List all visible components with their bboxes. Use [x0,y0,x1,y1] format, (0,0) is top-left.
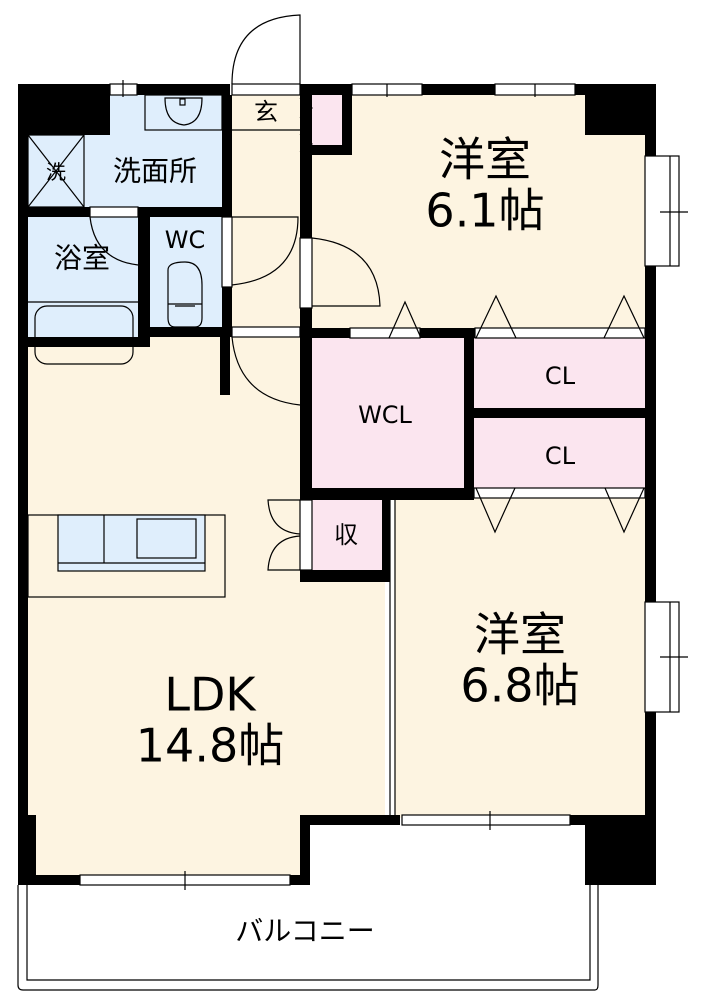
ldk-floor [28,335,385,875]
room-size: 14.8帖 [135,718,285,772]
room-label-cl-2: CL [544,441,576,470]
room-label-storage: 収 [334,520,358,549]
western-room-1-floor [312,95,645,328]
room-label-western-2: 洋室 6.8帖 [460,609,579,710]
room-label-wcl: WCL [358,400,412,429]
fixtures [17,14,688,991]
room-label-ldk: LDK 14.8帖 [136,669,284,770]
cl2-floor [474,418,645,488]
room-label-toilet: WC [164,225,206,254]
room-size: 6.8帖 [460,658,580,712]
cl1-floor [474,338,645,408]
toilet-floor [150,217,222,327]
room-name: LDK [164,667,256,722]
room-name: 洋室 [439,132,531,187]
entrance-closet-floor [312,95,342,145]
room-label-entrance: 玄 [254,97,278,126]
room-name: 洋室 [474,607,566,662]
western-room-2-floor [395,498,645,818]
room-label-cl-1: CL [544,361,576,390]
wcl-floor [312,338,464,488]
storage-floor [312,500,382,570]
walls [18,84,656,885]
bathroom-floor [28,217,138,337]
room-label-washroom: 洗面所 [112,154,198,188]
room-label-balcony: バルコニー [235,914,375,948]
hallway-floor [232,95,302,335]
room-label-bathroom: 浴室 [53,241,111,275]
room-label-washer: 洗 [46,160,66,184]
room-size: 6.1帖 [425,183,545,237]
room-label-western-1: 洋室 6.1帖 [425,134,544,235]
